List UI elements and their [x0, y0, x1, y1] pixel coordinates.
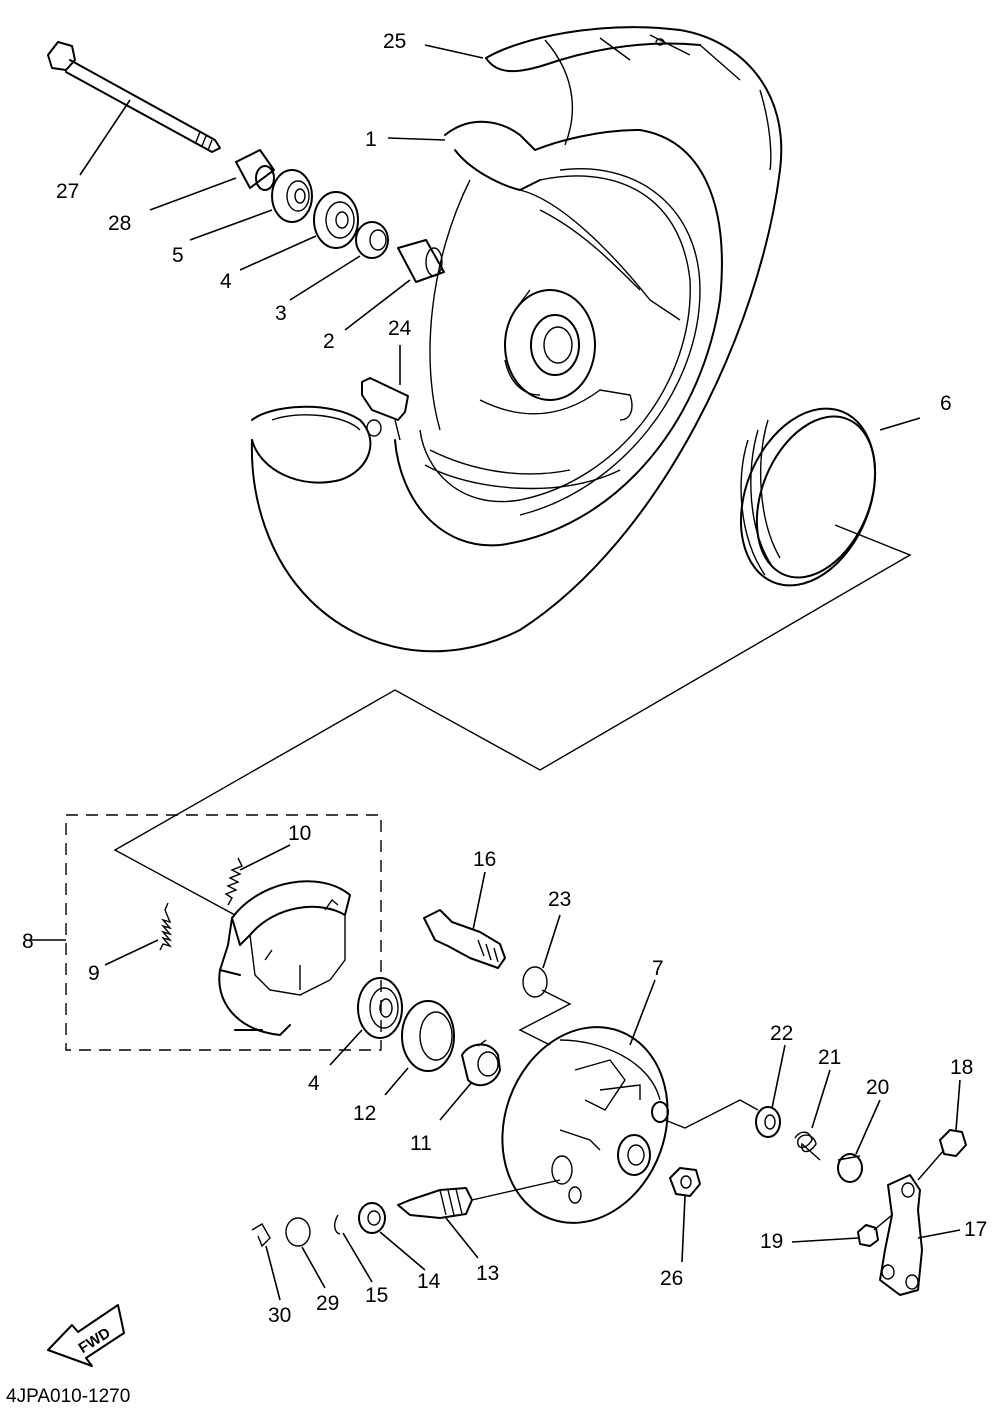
callout-14: 14: [417, 1270, 441, 1293]
bolt-part-18: [917, 1129, 967, 1181]
connector-13-7: [471, 1179, 561, 1201]
callout-25: 25: [383, 30, 406, 53]
callout-19: 19: [760, 1230, 783, 1253]
callout-17: 17: [964, 1218, 987, 1241]
wheel-rim-part-1: [394, 120, 723, 547]
callout-labels: 25 1 27 28 5 4 3 2 24 6 10 8 9 16 23 7 4…: [22, 30, 987, 1327]
connector-7-22: [664, 1099, 759, 1129]
seal-part-22: [755, 1106, 781, 1138]
callout-4-lower: 4: [308, 1072, 320, 1095]
cap-part-29: [285, 1217, 311, 1247]
callout-6: 6: [940, 392, 952, 415]
spacer-part-2: [397, 239, 445, 283]
callout-3: 3: [275, 302, 287, 325]
torsion-spring-part-21: [794, 1131, 821, 1161]
bolt-part-13: [397, 1187, 473, 1219]
o-ring-part-23: [522, 966, 548, 998]
callout-21: 21: [818, 1046, 841, 1069]
seal-part-3: [355, 221, 389, 259]
callout-22: 22: [770, 1022, 793, 1045]
leader-lines: [30, 44, 961, 1301]
callout-9: 9: [88, 962, 100, 985]
callout-16: 16: [473, 848, 496, 871]
circlip-part-15: [333, 1214, 341, 1235]
callout-24: 24: [388, 317, 412, 340]
callout-11: 11: [410, 1132, 432, 1155]
callout-26: 26: [660, 1267, 683, 1290]
callout-20: 20: [866, 1076, 889, 1099]
callout-13: 13: [476, 1262, 499, 1285]
spring-part-9: [159, 902, 173, 951]
callout-23: 23: [548, 888, 571, 911]
callout-15: 15: [365, 1284, 388, 1307]
tire-part-25: [250, 26, 783, 653]
callout-29: 29: [316, 1292, 339, 1315]
bearing-part-5: [271, 169, 313, 223]
bearing-part-4-upper: [313, 191, 359, 249]
drum-ring-part-6: [739, 407, 877, 587]
nut-part-26: [669, 1167, 701, 1197]
oil-seal-part-12: [401, 1000, 455, 1072]
washer-part-14: [358, 1202, 386, 1234]
camshaft-part-16: [423, 909, 506, 969]
plate-part-20: [837, 1153, 863, 1183]
callout-10: 10: [288, 822, 311, 845]
bearing-part-4-lower: [357, 977, 403, 1039]
valve-part-24: [361, 377, 409, 441]
callout-18: 18: [950, 1056, 973, 1079]
callout-28: 28: [108, 212, 131, 235]
brake-shoe: [218, 880, 351, 1036]
spring-part-10: [224, 857, 243, 906]
callout-7: 7: [652, 957, 664, 980]
callout-27: 27: [56, 180, 79, 203]
callout-30: 30: [268, 1304, 291, 1327]
connector-23-7: [518, 989, 572, 1046]
drawing-code: 4JPA010-1270: [6, 1386, 130, 1407]
collar-part-11: [461, 1039, 501, 1087]
assembly-connector-lines: [113, 524, 912, 916]
callout-4-upper: 4: [220, 270, 232, 293]
pin-part-30: [251, 1223, 271, 1248]
callout-1: 1: [365, 128, 377, 151]
brake-plate-part-7: [501, 1026, 669, 1224]
collar-part-28: [235, 149, 275, 191]
axle-part-27: [47, 41, 221, 153]
callout-5: 5: [172, 244, 184, 267]
callout-2: 2: [323, 330, 335, 353]
brake-shoe-kit-box-part-8: [65, 814, 382, 1051]
lever-part-17: [879, 1174, 923, 1296]
callout-12: 12: [353, 1102, 376, 1125]
forward-direction-arrow: FWD: [47, 1304, 125, 1367]
callout-8: 8: [22, 930, 34, 953]
nut-part-19: [857, 1214, 893, 1247]
